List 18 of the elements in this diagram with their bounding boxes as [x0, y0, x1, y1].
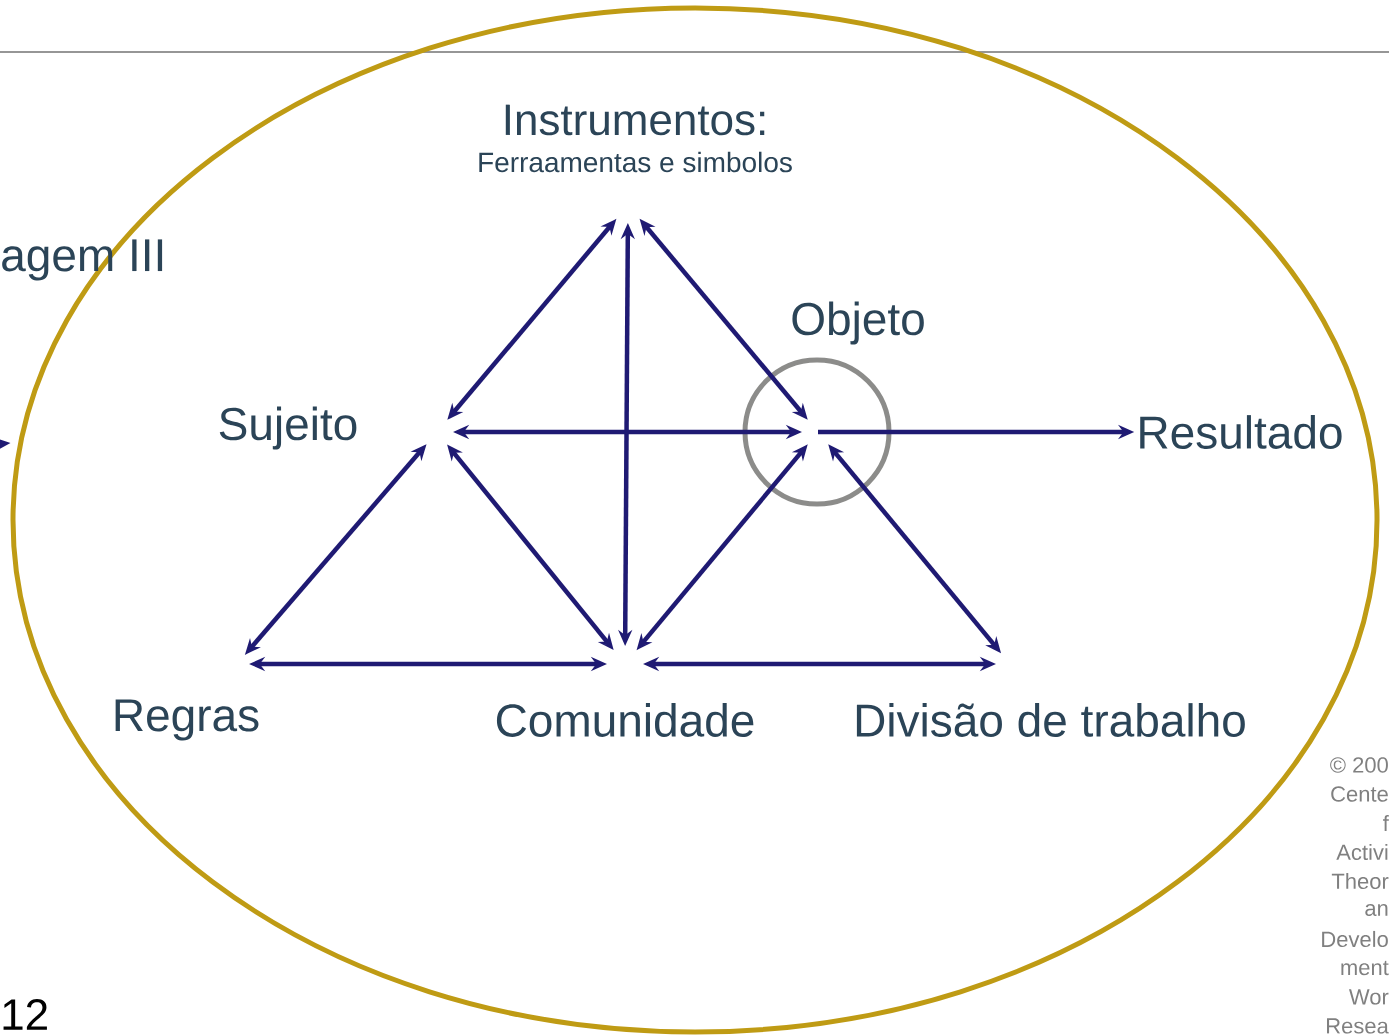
node-label: Resultado — [1140, 415, 1342, 449]
copyright-text: Theor — [1331, 872, 1389, 890]
page-number: 12 — [3, 999, 47, 1030]
node-label: Comunidade — [496, 703, 754, 737]
copyright-text: Activi — [1336, 843, 1388, 861]
copyright-text: © 200 — [1330, 757, 1388, 773]
node-label: Divisão de trabalho — [856, 703, 1245, 737]
copyright-text: an — [1365, 904, 1388, 917]
node-label: Objeto — [792, 301, 924, 345]
copyright-text: f — [1383, 815, 1389, 831]
node-label: Instrumentos: Ferraamentas e simbolos — [479, 104, 792, 173]
copyright-text: Wor — [1349, 989, 1389, 1005]
node-label: Sujeito — [219, 406, 357, 450]
copyright-text: Resea — [1327, 1018, 1389, 1034]
copyright-text: ment — [1341, 960, 1389, 976]
node-label: Regras — [115, 699, 259, 741]
copyright-text: Cente — [1331, 786, 1388, 802]
copyright-text: Develo — [1322, 930, 1388, 948]
